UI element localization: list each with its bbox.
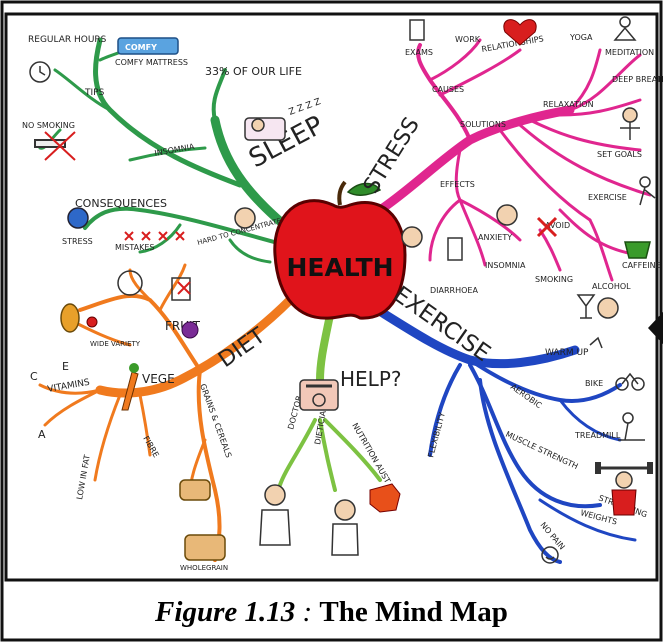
stress-item: MEDITATION <box>605 48 654 57</box>
avoid-cross-icon <box>536 216 558 238</box>
vitamin-letter: E <box>62 360 69 373</box>
diet-branch <box>38 263 295 562</box>
sleep-item: MISTAKES <box>115 243 154 252</box>
sleep-item: STRESS <box>62 237 93 246</box>
stress-item: ALCOHOL <box>592 282 631 291</box>
stress-item: YOGA <box>569 33 593 42</box>
diet-item: WHOLEGRAIN <box>180 564 228 572</box>
treadmill-icon <box>618 412 645 441</box>
vegetable-icon <box>121 363 139 411</box>
svg-text:COMFY: COMFY <box>125 43 157 52</box>
stress-item: SMOKING <box>535 275 573 284</box>
sleep-item: 33% OF OUR LIFE <box>205 65 302 78</box>
stress-item: INSOMNIA <box>485 261 526 270</box>
diet-item: WIDE VARIETY <box>90 340 141 348</box>
center-label: HEALTH <box>286 253 393 282</box>
exercise-item: TREADMILL <box>574 431 621 440</box>
phone-icon <box>299 379 339 411</box>
caption-title: The Mind Map <box>319 596 508 628</box>
help-label: HELP? <box>340 367 402 391</box>
stress-item: ANXIETY <box>478 233 512 242</box>
concentrate-icon <box>234 207 256 229</box>
stretch-icon <box>639 176 656 206</box>
stress-item: WORK <box>455 35 481 44</box>
bread-icon <box>179 479 226 561</box>
mattress-icon: COMFY <box>117 37 179 55</box>
stress-item: RELAXATION <box>543 100 594 109</box>
teacup-icon <box>624 241 651 259</box>
stress-item: EXAMS <box>405 48 433 57</box>
pointer-arrow <box>648 312 663 344</box>
stress-branch <box>375 38 652 282</box>
caption-number: Figure 1.13 <box>155 596 296 628</box>
vitamin-letter: A <box>38 428 46 441</box>
vitamin-letter: C <box>30 370 38 383</box>
stress-item: CAUSES <box>432 85 464 94</box>
alarm-clock-icon <box>29 61 51 83</box>
sleep-item: NO SMOKING <box>22 121 75 130</box>
sleeper-icon <box>244 117 286 141</box>
diet-item: VEGE <box>142 372 175 386</box>
stress-item: EXERCISE <box>588 193 627 202</box>
sleep-item: REGULAR HOURS <box>28 35 107 45</box>
weightlifter-icon <box>595 462 653 516</box>
warm-up-icon <box>589 336 603 349</box>
stress-icon <box>67 207 89 229</box>
exercise-item: WARM UP <box>545 348 589 358</box>
sleep-item: CONSEQUENCES <box>75 197 167 210</box>
stress-item: SET GOALS <box>597 150 642 159</box>
caption-text: Figure 1.13 : The Mind Map <box>155 596 508 629</box>
help-branch <box>278 311 382 492</box>
bike-icon <box>615 372 645 391</box>
exams-icon <box>409 19 425 41</box>
australia-map-icon <box>369 483 401 513</box>
smiley-icon <box>541 546 559 564</box>
dietitian-icon <box>331 499 359 556</box>
anxiety-face-icon <box>401 204 619 319</box>
figure-caption: Figure 1.13 : The Mind Map <box>0 583 663 642</box>
toilet-icon <box>447 237 463 261</box>
doctor-icon <box>259 484 291 546</box>
stress-item: CAFFEINE <box>622 261 661 270</box>
meditation-icon <box>613 16 637 41</box>
caption-separator: : <box>295 596 320 628</box>
sleep-item: TIPS <box>84 88 105 98</box>
stress-item: EFFECTS <box>440 180 475 189</box>
no-smoking-icon <box>34 131 76 161</box>
plate-icon <box>117 270 191 301</box>
exercise-branch <box>365 300 637 564</box>
mistakes-icon <box>124 231 185 241</box>
relaxation-icon <box>620 107 640 140</box>
stress-item: AVOID <box>545 221 570 230</box>
apple-icon <box>273 180 407 320</box>
stress-item: SOLUTIONS <box>460 120 506 129</box>
sleep-item: COMFY MATTRESS <box>115 58 188 67</box>
stress-item: DIARRHOEA <box>430 286 478 295</box>
exercise-item: BIKE <box>585 379 603 388</box>
stress-item: DEEP BREATHS <box>612 75 663 84</box>
fruit-icon <box>60 303 199 339</box>
broken-heart-icon <box>503 19 537 46</box>
martini-icon <box>576 294 596 319</box>
